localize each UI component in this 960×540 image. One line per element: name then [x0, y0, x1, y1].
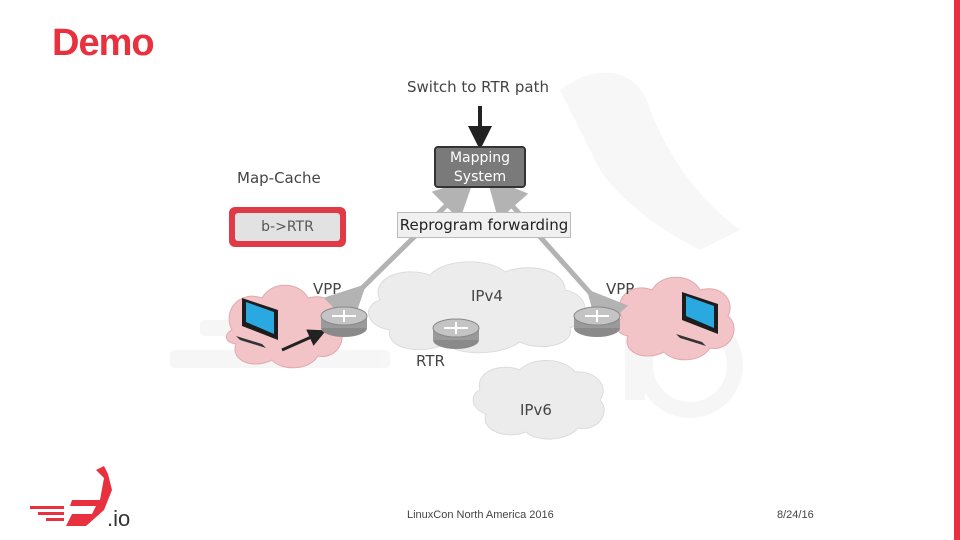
footer-date: 8/24/16	[777, 509, 814, 521]
vpp-left-label: VPP	[313, 280, 342, 298]
right-vpp-router-icon	[573, 306, 621, 337]
mapping-system-line2: System	[453, 169, 507, 185]
vpp-right-label: VPP	[606, 280, 635, 298]
map-cache-entry: b->RTR	[235, 213, 340, 241]
map-cache-label: Map-Cache	[237, 169, 321, 187]
slide-title: Demo	[52, 22, 155, 64]
rtr-label: RTR	[416, 352, 445, 370]
ipv6-cloud	[472, 359, 605, 440]
reprogram-forwarding-label: Reprogram forwarding	[397, 212, 571, 238]
mapping-system-box: Mapping System	[434, 146, 526, 188]
pc-to-vpp-arrow	[281, 329, 327, 352]
footer-event: LinuxCon North America 2016	[407, 509, 554, 521]
mapping-system-line1: Mapping	[449, 150, 511, 166]
left-vpp-mapping-link	[323, 177, 475, 327]
map-cache-box: b->RTR	[229, 207, 346, 247]
rtr-router-icon	[432, 318, 480, 349]
ipv6-label: IPv6	[520, 401, 552, 419]
left-computer-icon	[236, 298, 278, 348]
logo-suffix: .io	[107, 506, 131, 531]
right-vpp-mapping-link	[486, 177, 629, 333]
right-site-cloud	[616, 276, 735, 361]
left-vpp-router-icon	[320, 306, 368, 337]
switch-path-label: Switch to RTR path	[407, 78, 549, 96]
fdio-logo	[30, 466, 112, 526]
ipv4-label: IPv4	[471, 287, 503, 305]
accent-bar	[954, 0, 960, 540]
right-computer-icon	[676, 292, 718, 346]
